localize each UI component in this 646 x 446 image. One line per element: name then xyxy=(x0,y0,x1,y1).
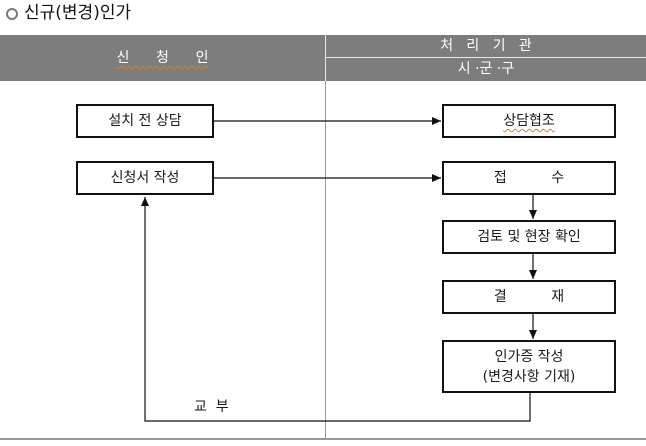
step-issue-label: 인가증 작성 xyxy=(494,348,564,365)
step-issue: 인가증 작성 (변경사항 기재) xyxy=(442,340,616,393)
step-consult-label: 설치 전 상담 xyxy=(108,113,182,129)
page-title: 신규(변경)인가 xyxy=(24,3,132,23)
step-receipt: 접 수 xyxy=(442,161,616,195)
step-coop-label: 상담협조 xyxy=(503,113,555,129)
header-divider xyxy=(325,35,326,81)
step-submit: 신청서 작성 xyxy=(76,161,214,195)
step-approve-label: 결 재 xyxy=(493,289,565,305)
step-review-label: 검토 및 현장 확인 xyxy=(477,229,581,245)
step-review: 검토 및 현장 확인 xyxy=(442,220,616,254)
step-receipt-label: 접 수 xyxy=(493,170,565,186)
step-consult: 설치 전 상담 xyxy=(76,104,214,138)
bottom-rule xyxy=(0,438,646,440)
header-applicant: 신 청 인 xyxy=(116,50,209,66)
title-bullet-icon xyxy=(6,8,18,20)
step-submit-label: 신청서 작성 xyxy=(110,170,180,186)
table-header: 신 청 인 처 리 기 관 시 ·군 ·구 xyxy=(0,35,646,81)
header-agency: 처 리 기 관 xyxy=(440,38,532,54)
step-approve: 결 재 xyxy=(442,280,616,314)
header-split-line xyxy=(326,57,646,58)
column-divider xyxy=(325,81,326,439)
step-issue-label-note: (변경사항 기재) xyxy=(482,368,576,385)
arrow-issue-return xyxy=(141,197,531,422)
header-agency-sub: 시 ·군 ·구 xyxy=(457,61,515,77)
step-coop: 상담협조 xyxy=(442,104,616,138)
return-label: 교 부 xyxy=(194,399,229,415)
